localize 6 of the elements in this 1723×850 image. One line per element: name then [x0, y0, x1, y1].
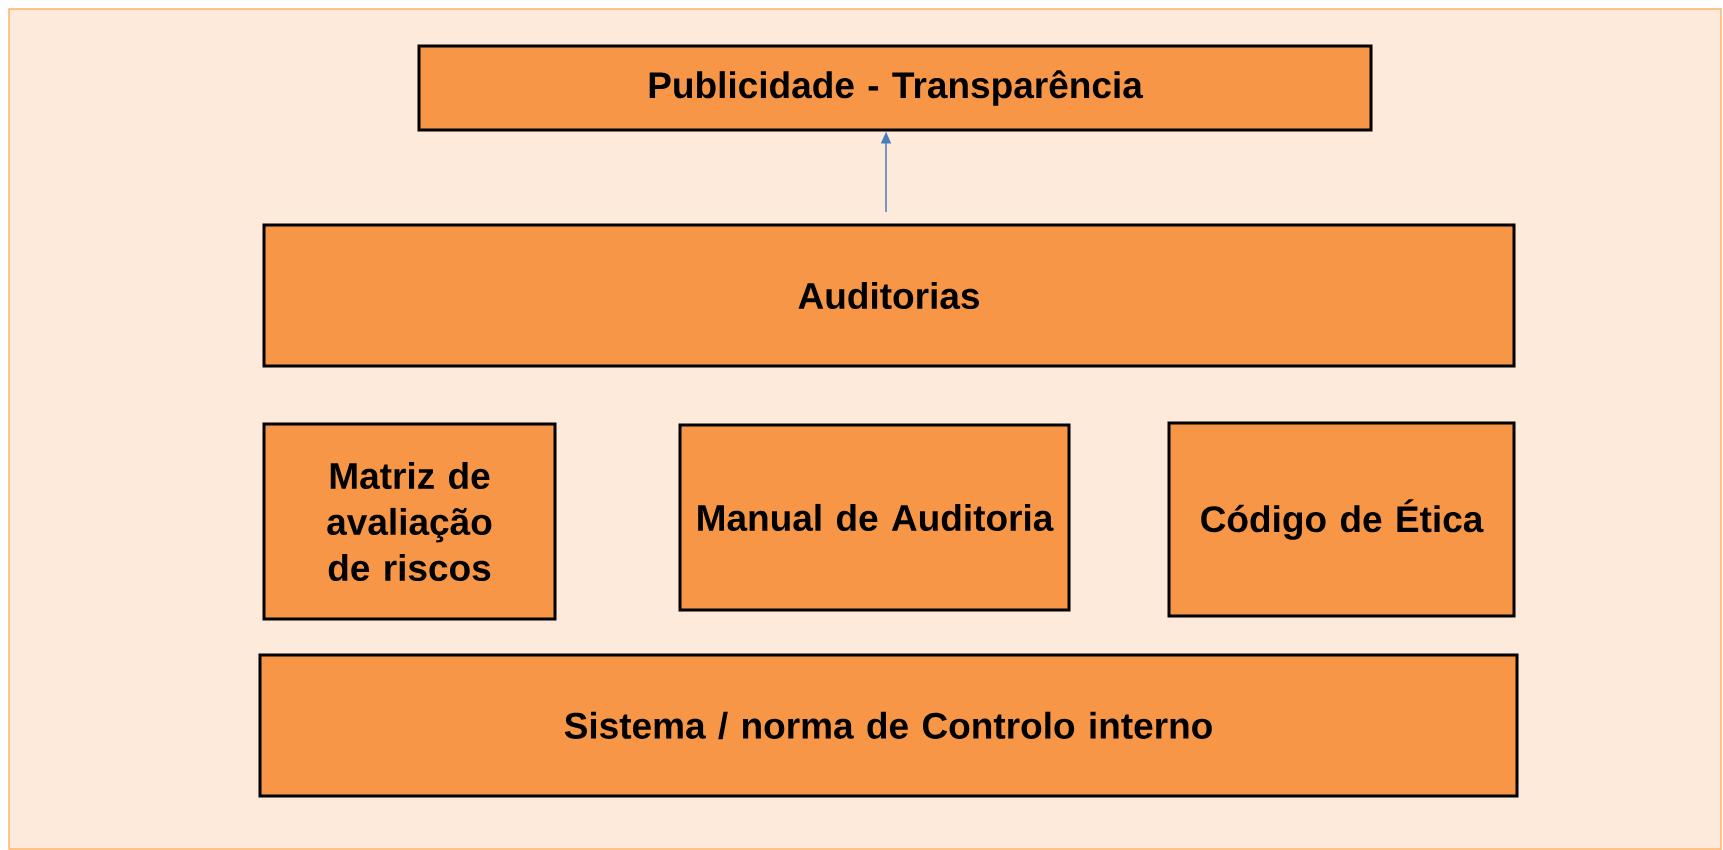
process-box: Publicidade - Transparência [417, 44, 1373, 132]
process-box: Código de Ética [1167, 421, 1516, 618]
process-box: Sistema / norma de Controlo interno [258, 653, 1519, 798]
process-box: Auditorias [262, 223, 1516, 368]
process-box: Manual de Auditoria [678, 423, 1071, 612]
process-box: Matriz de avaliação de riscos [262, 422, 557, 621]
